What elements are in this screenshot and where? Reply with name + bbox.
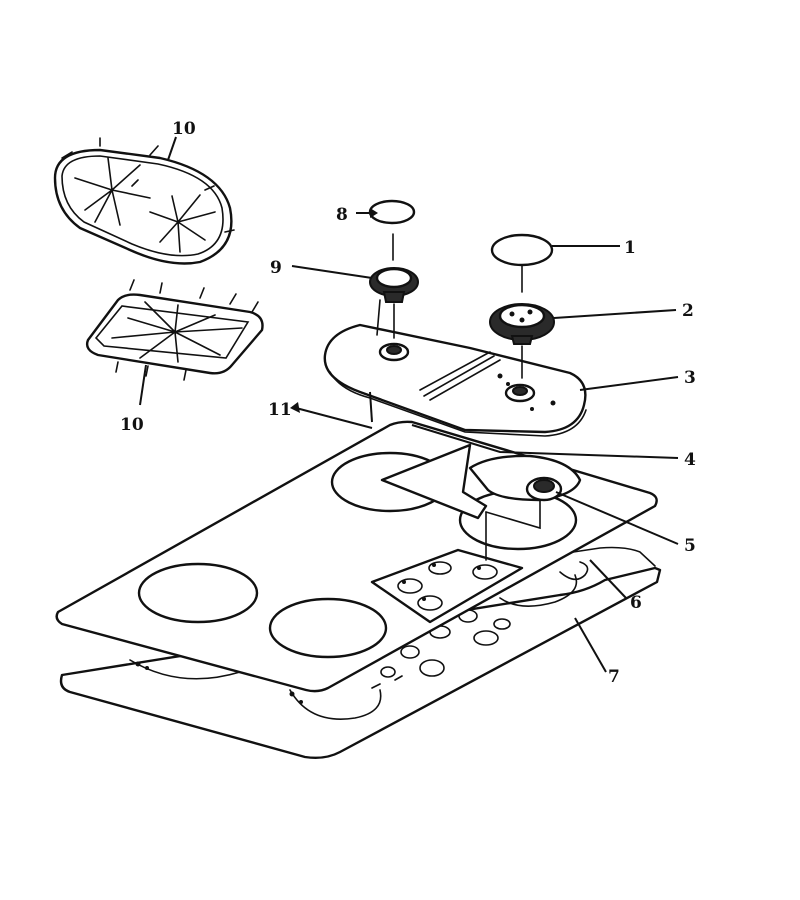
callout-7: 7 [608,667,620,687]
part-8-small-burner-cap [368,199,416,225]
callout-2: 2 [682,301,694,321]
part-5-valve [485,476,563,561]
part-1-large-burner-cap [490,233,554,293]
part-2-large-burner-head [489,303,555,379]
callout-5: 5 [684,536,696,556]
part-10-double-grate [53,137,235,265]
part-10-single-grate [85,279,264,381]
callout-11: 11 [268,400,292,420]
callout-1: 1 [624,238,636,258]
leader-lines [139,136,679,673]
callout-9: 9 [270,258,282,278]
callout-10-top: 10 [172,119,196,139]
part-4-cooktop-top [55,420,658,693]
callout-8: 8 [336,205,348,225]
callout-3: 3 [684,368,696,388]
part-9-small-burner-head [369,233,419,339]
callout-4: 4 [684,450,696,470]
callout-6: 6 [630,593,642,613]
part-3-burner-plate [323,323,587,437]
callout-10-bottom: 10 [120,415,144,435]
part-6-inner-sheet [519,546,656,581]
